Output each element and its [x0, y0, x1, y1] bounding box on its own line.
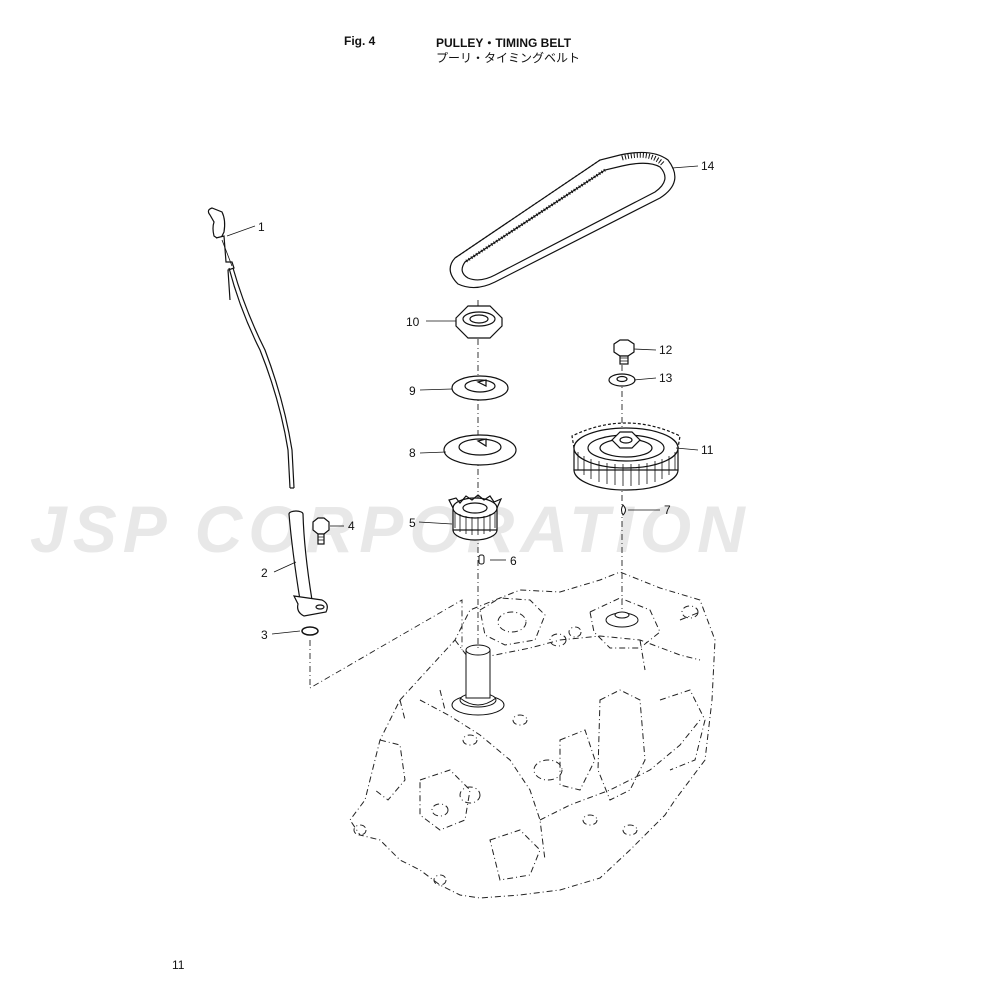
callout-4: 4	[348, 519, 355, 533]
figure-title-english: PULLEY・TIMING BELT	[436, 36, 572, 50]
figure-title-japanese: プーリ・タイミングベルト	[436, 51, 581, 65]
callout-12: 12	[659, 343, 673, 357]
callout-11: 11	[701, 443, 714, 457]
callout-leaders	[226, 165, 699, 635]
dipstick-guide-tube	[288, 510, 328, 617]
guide-bolt	[312, 517, 330, 545]
callout-6: 6	[510, 554, 517, 568]
callout-1: 1	[258, 220, 265, 234]
callout-10: 10	[406, 315, 420, 329]
callout-numbers: 1 2 3 4 5 6 7 8 9 10 11 12 13 14	[258, 159, 715, 642]
alignment-lines	[309, 300, 623, 689]
callout-5: 5	[409, 516, 416, 530]
callout-13: 13	[659, 371, 673, 385]
pulley-nut	[455, 305, 503, 339]
oil-dipstick	[207, 207, 295, 489]
engine-block	[349, 571, 716, 899]
pulley-bolt	[613, 339, 635, 365]
figure-number: Fig. 4	[344, 34, 376, 48]
timing-belt	[449, 151, 676, 289]
drive-sprocket	[448, 494, 503, 541]
camshaft-end	[605, 611, 639, 628]
driven-pulley	[571, 422, 681, 491]
dowel-pin	[478, 554, 485, 565]
callout-3: 3	[261, 628, 268, 642]
o-ring	[301, 626, 319, 636]
callout-8: 8	[409, 446, 416, 460]
plate-washer	[451, 375, 509, 401]
woodruff-key	[621, 504, 626, 516]
page-number: 11	[172, 958, 185, 972]
callout-9: 9	[409, 384, 416, 398]
plate	[443, 434, 517, 466]
callout-14: 14	[701, 159, 715, 173]
watermark: JSP CORPORATION	[30, 492, 751, 566]
callout-2: 2	[261, 566, 268, 580]
callout-7: 7	[664, 503, 671, 517]
bolt-washer	[608, 373, 636, 387]
crankshaft-end	[451, 644, 505, 716]
